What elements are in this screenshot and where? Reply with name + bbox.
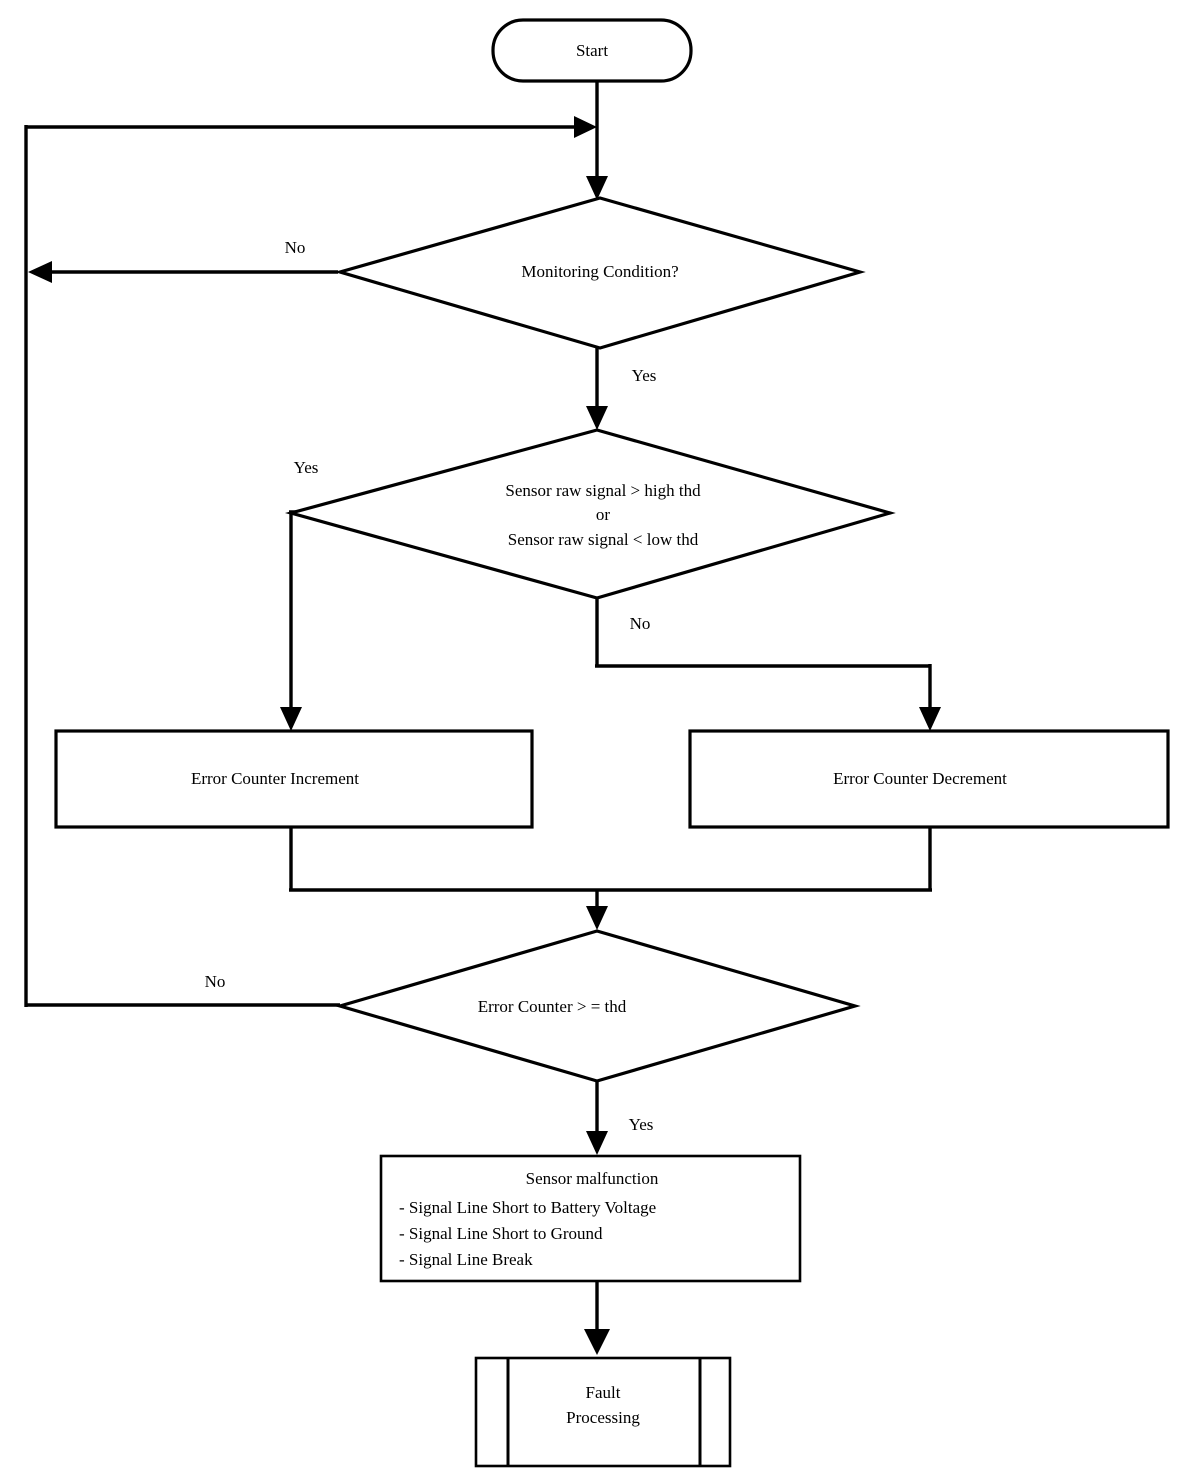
node-fault-processing-line2: Processing — [566, 1408, 640, 1427]
edge-monitoring-yes: Yes — [586, 348, 656, 430]
node-counter-decrement[interactable]: Error Counter Decrement — [688, 729, 1170, 829]
edge-label-monitoring-yes: Yes — [632, 366, 657, 385]
edge-threshold-yes: Yes — [280, 458, 318, 731]
node-sensor-malfunction-item-1: - Signal Line Short to Ground — [399, 1224, 603, 1243]
node-sensor-malfunction-item-0: - Signal Line Short to Battery Voltage — [399, 1198, 656, 1217]
node-sensor-malfunction-item-2: - Signal Line Break — [399, 1250, 533, 1269]
node-start[interactable]: Start — [491, 18, 693, 83]
edge-label-counter-no: No — [205, 972, 226, 991]
edge-start-to-monitoring — [586, 81, 608, 200]
node-sensor-malfunction-title: Sensor malfunction — [526, 1169, 659, 1188]
edge-label-threshold-no: No — [630, 614, 651, 633]
node-counter-threshold-label: Error Counter > = thd — [478, 997, 627, 1016]
edge-counter-no: No — [26, 972, 340, 1007]
edge-counter-yes: Yes — [586, 1081, 653, 1155]
edge-label-counter-yes: Yes — [629, 1115, 654, 1134]
node-threshold-check-line2: or — [596, 505, 611, 524]
node-counter-increment[interactable]: Error Counter Increment — [54, 729, 534, 829]
edge-monitoring-no: No — [28, 238, 338, 283]
node-fault-processing-line1: Fault — [586, 1383, 621, 1402]
node-threshold-check-line1: Sensor raw signal > high thd — [505, 481, 701, 500]
edge-label-threshold-yes: Yes — [294, 458, 319, 477]
node-threshold-check[interactable]: Sensor raw signal > high thd or Sensor r… — [284, 428, 896, 600]
node-counter-decrement-label: Error Counter Decrement — [833, 769, 1007, 788]
edge-threshold-no: No — [595, 598, 941, 731]
edge-merge-to-counter-check — [289, 888, 932, 930]
node-sensor-malfunction[interactable]: Sensor malfunction - Signal Line Short t… — [379, 1154, 802, 1283]
node-counter-threshold[interactable]: Error Counter > = thd — [334, 929, 861, 1083]
node-monitoring-condition[interactable]: Monitoring Condition? — [334, 196, 866, 350]
node-start-label: Start — [576, 41, 608, 60]
edge-malfunction-to-fault — [584, 1281, 610, 1355]
edge-feedback-rail — [24, 116, 597, 1007]
node-counter-increment-label: Error Counter Increment — [191, 769, 359, 788]
node-fault-processing[interactable]: Fault Processing — [474, 1356, 732, 1468]
node-monitoring-condition-label: Monitoring Condition? — [521, 262, 678, 281]
edge-label-monitoring-no: No — [285, 238, 306, 257]
node-threshold-check-line3: Sensor raw signal < low thd — [508, 530, 699, 549]
